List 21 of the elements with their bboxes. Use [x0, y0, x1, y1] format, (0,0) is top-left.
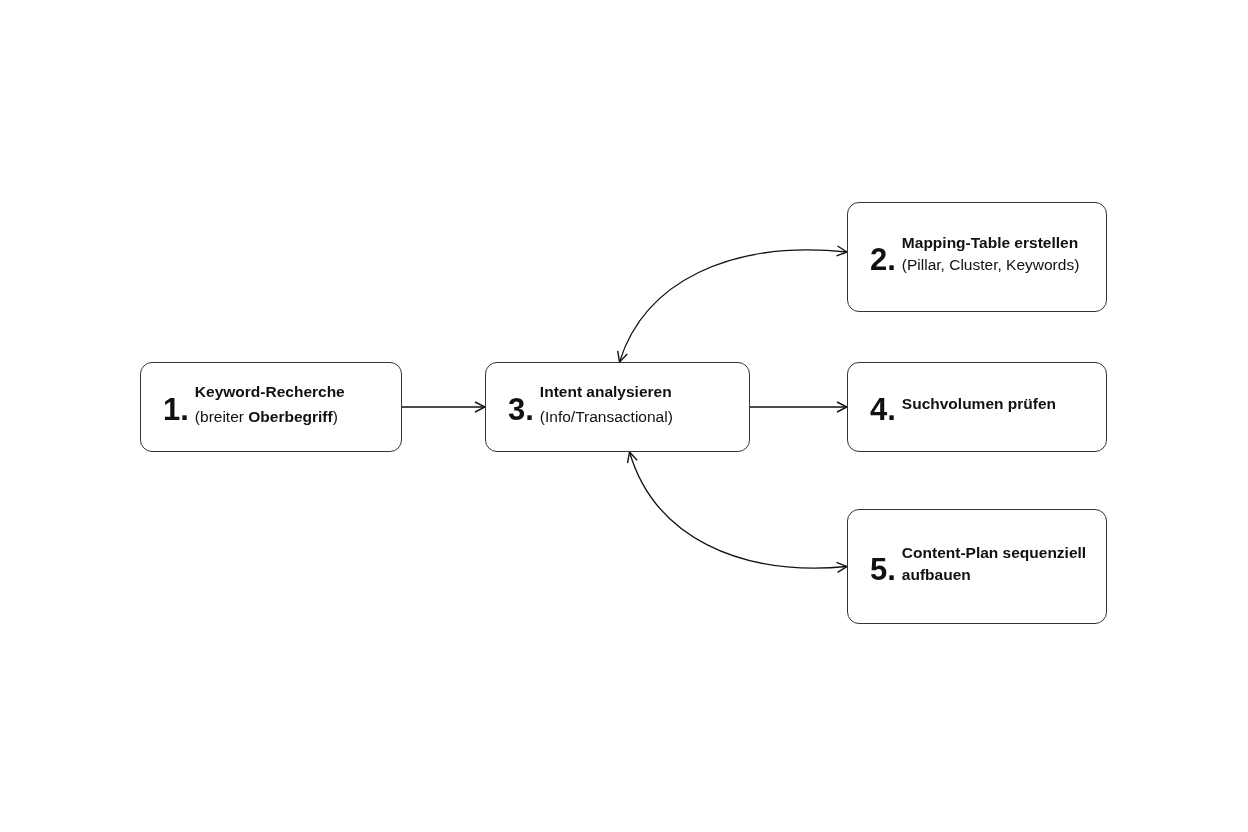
step-number: 1. [163, 392, 189, 428]
arrow [401, 401, 486, 413]
step-text: Intent analysieren [539, 381, 673, 402]
step-text: Mapping-Table erstellen (Pillar, Cluster, Keywords) [901, 233, 1081, 275]
step-text: Keyword-Recherche [194, 381, 345, 402]
step-number: 2. [870, 242, 896, 278]
process-box [485, 362, 750, 452]
process-box [140, 362, 402, 452]
step-number: 4. [870, 392, 896, 428]
process-box [847, 509, 1107, 624]
step-text: Suchvolumen prüfen [901, 394, 1056, 414]
step-text: (Info/Transactional) [539, 406, 673, 427]
step-text: Content-Plan sequenziell aufbauen [901, 542, 1088, 585]
arrow [627, 451, 848, 573]
arrow [749, 401, 848, 413]
arrow [617, 245, 848, 363]
process-box [847, 362, 1107, 452]
step-text: (breiter Oberbegriff) [194, 406, 339, 427]
process-box [847, 202, 1107, 312]
step-number: 5. [870, 551, 896, 588]
step-number: 3. [508, 392, 534, 428]
